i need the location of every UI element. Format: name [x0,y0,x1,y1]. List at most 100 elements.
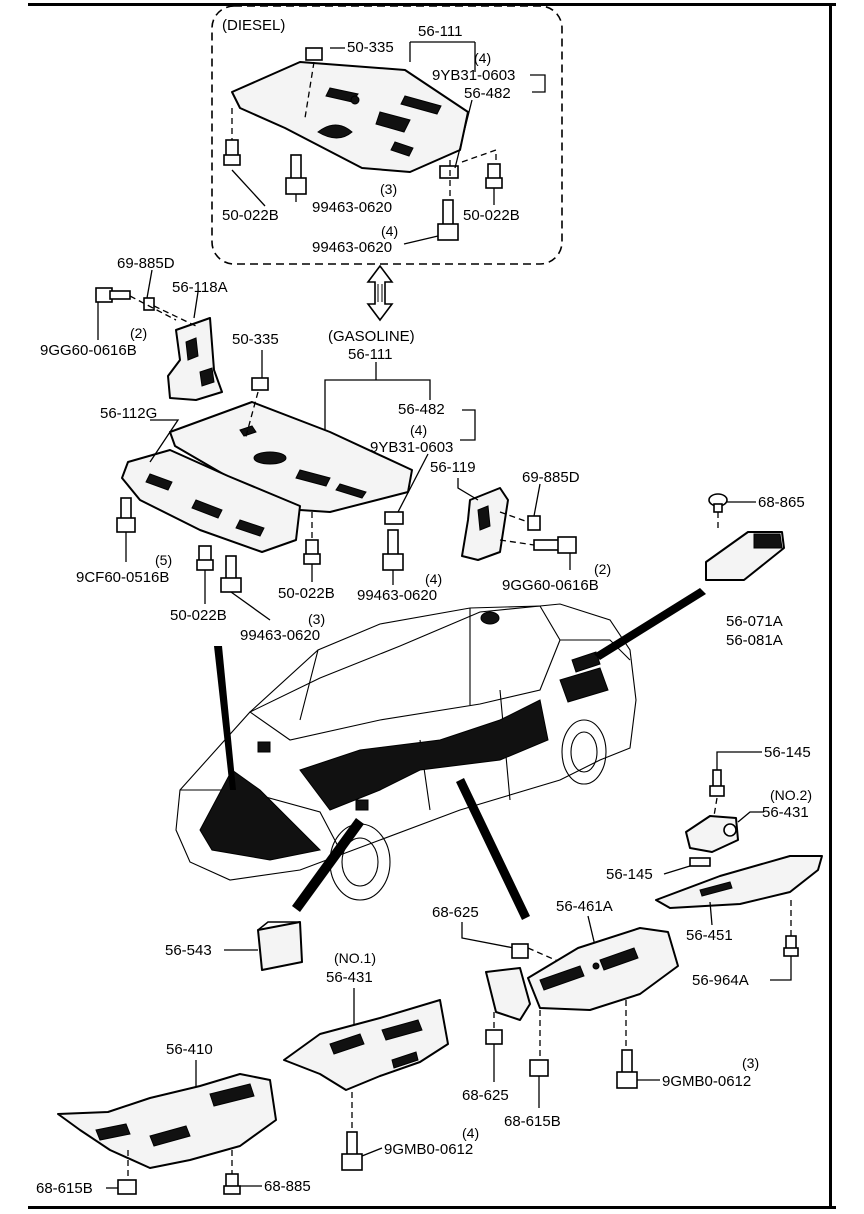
callout-56-543: 56-543 [165,942,212,959]
bolt-56-145-mid [689,857,711,867]
callout-qty-3-diesel: (3) [380,181,397,197]
diesel-bolt-right [485,163,503,189]
callout-qty-3-gasoline: (3) [308,611,325,627]
callout-9cf60-0516b: 9CF60-0516B [76,569,169,586]
clip-56-964a [783,935,799,957]
clip-50-335-gasoline [251,377,269,391]
callout-56-119: 56-119 [430,459,476,476]
pointer-rail-rear-pad [594,588,706,660]
bolt-9gmb0-left [341,1131,363,1171]
callout-qty-4-bottom: (4) [462,1125,479,1141]
callout-56-118a: 56-118A [172,279,228,296]
bolt-9gmb0-right [616,1049,638,1089]
callout-56-111-gasoline: 56-111 [348,346,392,363]
heat-insulator-56-451 [655,855,823,909]
callout-qty-2-left: (2) [130,325,147,341]
pointer-rail-silencer [292,818,364,912]
callout-9yb31-0603-diesel: 9YB31-0603 [432,67,515,84]
bottom-rule [28,1206,836,1209]
callout-50-022b-center: 50-022B [278,585,335,602]
diesel-clip-top [305,47,323,61]
gasoline-label: (GASOLINE) [328,328,415,345]
callout-qty-4-gasoline-b: (4) [425,571,442,587]
diesel-undercover [231,61,469,173]
callout-56-461a: 56-461A [556,898,613,915]
bracket-56-118a [167,317,223,401]
clip-50-022b-left [196,545,214,571]
nut-68-615b-left [117,1179,137,1195]
diesel-label: (DIESEL) [222,17,285,34]
callout-9gg60-0616b-right: 9GG60-0616B [502,577,599,594]
bracket-56-119 [461,487,509,561]
callout-56-482-gasoline: 56-482 [398,401,445,418]
callout-no1: (NO.1) [334,950,376,966]
pad-56-071a [705,531,785,581]
callout-99463-0620-diesel-b: 99463-0620 [312,239,392,256]
callout-9gmb0-0612-left: 9GMB0-0612 [384,1141,473,1158]
callout-56-145-top: 56-145 [764,744,811,761]
bolt-99463-center [382,529,404,571]
callout-56-482-diesel: 56-482 [464,85,511,102]
clip-68-885 [223,1173,241,1195]
clip-56-482-gasoline [384,511,404,525]
diesel-group-box [211,5,563,265]
pointer-rail-heatshield [456,778,530,920]
diesel-bolt-left [223,139,241,166]
callout-68-625-bottom: 68-625 [462,1087,509,1104]
undercover-56-112g [121,449,301,553]
nut-68-625-bottom [485,1029,503,1045]
callout-no2: (NO.2) [770,787,812,803]
callout-56-431-no2: 56-431 [762,804,809,821]
callout-56-112g: 56-112G [100,405,157,422]
bolt-9cf60-0516b [116,497,136,533]
callout-50-335-diesel: 50-335 [347,39,394,56]
clip-69-885d-right [527,515,541,531]
nut-68-615b-right [529,1059,549,1077]
callout-56-964a: 56-964A [692,972,749,989]
callout-9gmb0-0612-right: 9GMB0-0612 [662,1073,751,1090]
callout-56-145-mid: 56-145 [606,866,653,883]
callout-50-022b-left: 50-022B [170,607,227,624]
callout-50-022b-diesel-left: 50-022B [222,207,279,224]
bolt-99463-left [220,555,242,593]
callout-99463-0620-left: 99463-0620 [240,627,320,644]
callout-99463-0620-center: 99463-0620 [357,587,437,604]
callout-68-865: 68-865 [758,494,805,511]
callout-qty-4-diesel-b: (4) [381,223,398,239]
bolt-9gg60-right [533,536,577,554]
callout-68-615b-left: 68-615B [36,1180,93,1197]
plug-68-865 [708,493,728,513]
callout-qty-2-right: (2) [594,561,611,577]
vehicle-shaded-parts [199,611,609,861]
bracket-56-431-no2 [685,815,739,853]
vehicle-outline [175,603,637,901]
callout-qty-3-bottom: (3) [742,1055,759,1071]
callout-9yb31-0603-gasoline: 9YB31-0603 [370,439,453,456]
callout-69-885d-left: 69-885D [117,255,175,272]
heat-shield-56-431-no1 [283,999,449,1091]
callout-68-885: 68-885 [264,1178,311,1195]
diesel-clip-right [439,165,459,179]
callout-qty-4-gasoline-a: (4) [410,422,427,438]
callout-56-081a: 56-081A [726,632,783,649]
callout-68-615b-right: 68-615B [504,1113,561,1130]
clip-50-022b-center [303,539,321,565]
callout-56-431-no1: 56-431 [326,969,373,986]
callout-56-111-diesel: 56-111 [418,23,462,40]
nut-68-625-top [511,943,529,959]
callout-50-022b-diesel-right: 50-022B [463,207,520,224]
bolt-9gg60-left [95,287,131,303]
callout-9gg60-0616b-left: 9GG60-0616B [40,342,137,359]
top-rule [28,3,836,6]
heat-shield-56-461a [485,927,679,1021]
heat-shield-56-410 [57,1073,277,1169]
callout-69-885d-right: 69-885D [522,469,580,486]
callout-50-335-gasoline: 50-335 [232,331,279,348]
callout-56-451: 56-451 [686,927,733,944]
callout-68-625-top: 68-625 [432,904,479,921]
diesel-bolt-center [285,154,307,195]
pointer-rail-front [214,646,236,790]
callout-56-071a: 56-071A [726,613,783,630]
gasoline-undercover [169,401,413,513]
